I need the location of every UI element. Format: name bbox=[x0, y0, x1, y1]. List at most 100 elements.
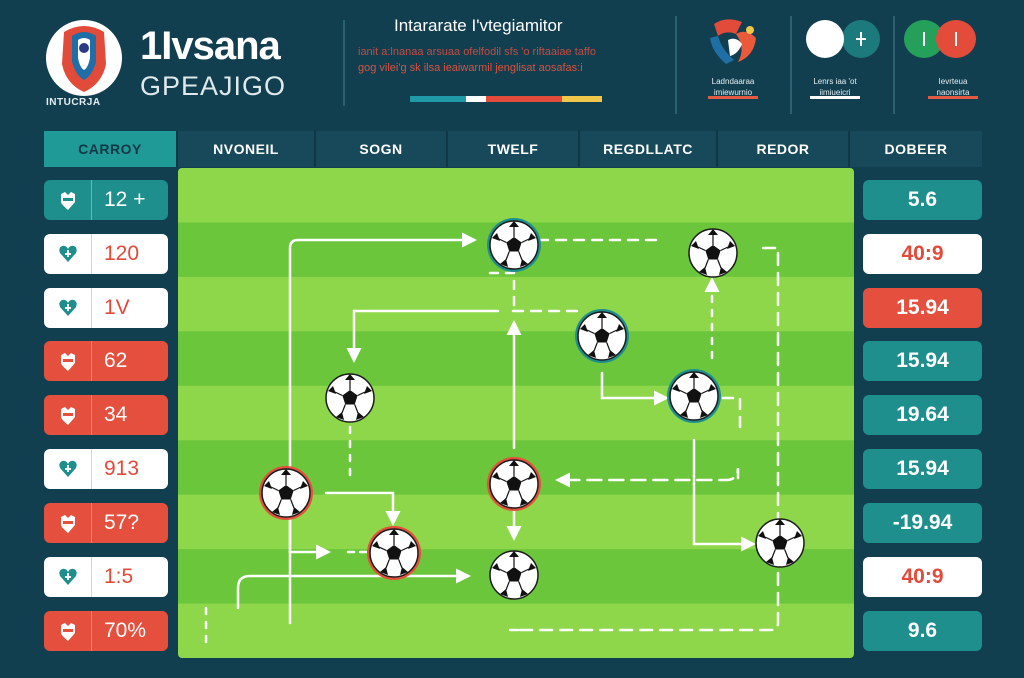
brand-title: 1Ivsana bbox=[140, 24, 281, 68]
color-strip-segment bbox=[486, 96, 562, 102]
right-stat-value[interactable]: 15.94 bbox=[863, 341, 982, 381]
heart-icon bbox=[44, 557, 92, 597]
logo-caption: INTUCRJA bbox=[46, 97, 101, 108]
right-stat-value[interactable]: 15.94 bbox=[863, 288, 982, 328]
team-emblem-icon bbox=[710, 19, 756, 64]
header-divider bbox=[675, 16, 677, 114]
left-stat-row[interactable]: 12 + bbox=[44, 180, 168, 220]
team-caption-line: naonsirta bbox=[936, 88, 970, 97]
left-stat-row[interactable]: 913 bbox=[44, 449, 168, 489]
team-caption-line: Ievrteua bbox=[938, 77, 968, 86]
right-stat-value[interactable]: 19.64 bbox=[863, 395, 982, 435]
team-b-caption: Lenrs iaa 'ot iimiueicri bbox=[802, 76, 868, 98]
right-stat-value[interactable]: 40:9 bbox=[863, 234, 982, 274]
color-strip bbox=[410, 96, 606, 102]
pass-route-line bbox=[288, 232, 477, 625]
team-a-caption: Ladndaaraa imiewurnio bbox=[700, 76, 766, 98]
team-a-underline bbox=[708, 96, 758, 99]
column-header[interactable]: NVONEIL bbox=[178, 131, 316, 167]
team-caption-line: iimiueicri bbox=[819, 88, 851, 97]
left-stat-row[interactable]: 120 bbox=[44, 234, 168, 274]
soccer-ball-icon[interactable] bbox=[489, 550, 539, 600]
left-stat-value: 1V bbox=[104, 296, 130, 319]
column-header-bar: CARROY NVONEIL SOGN TWELF REGDLLATC REDO… bbox=[44, 131, 982, 167]
pitch-stripe bbox=[178, 168, 854, 224]
column-header[interactable]: CARROY bbox=[44, 131, 178, 167]
pitch-stripe bbox=[178, 276, 854, 333]
team-caption-line: Ladndaaraa bbox=[711, 77, 755, 86]
left-stat-value: 913 bbox=[104, 457, 140, 480]
pass-route-line bbox=[516, 246, 780, 632]
heart-icon bbox=[44, 288, 92, 328]
left-stat-row[interactable]: 62 bbox=[44, 341, 168, 381]
team-caption-line: Lenrs iaa 'ot bbox=[813, 77, 857, 86]
soccer-ball-icon[interactable] bbox=[487, 218, 541, 272]
heart-icon bbox=[44, 449, 92, 489]
tick-mark bbox=[955, 32, 957, 46]
pass-route-line bbox=[488, 271, 516, 310]
headline: Intararate I'vtegiamitor bbox=[394, 16, 563, 35]
shield-icon bbox=[44, 341, 92, 381]
left-stat-row[interactable]: 1V bbox=[44, 288, 168, 328]
right-stat-value[interactable]: 15.94 bbox=[863, 449, 982, 489]
pass-route-line bbox=[721, 396, 742, 430]
color-strip-segment bbox=[466, 96, 486, 102]
right-stat-value[interactable]: 9.6 bbox=[863, 611, 982, 651]
left-stat-row[interactable]: 1:5 bbox=[44, 557, 168, 597]
left-stat-value: 1:5 bbox=[104, 565, 134, 588]
header-divider bbox=[343, 20, 345, 106]
pitch-stripe bbox=[178, 385, 854, 442]
soccer-ball-icon[interactable] bbox=[259, 466, 313, 520]
soccer-ball-icon[interactable] bbox=[575, 309, 629, 363]
left-stat-value: 12 + bbox=[104, 188, 146, 211]
column-header[interactable]: SOGN bbox=[316, 131, 448, 167]
team-b-underline bbox=[810, 96, 860, 99]
pass-route-line bbox=[692, 438, 756, 552]
ball-layer bbox=[259, 218, 805, 600]
soccer-ball-icon[interactable] bbox=[325, 373, 375, 423]
color-strip-segment bbox=[562, 96, 602, 102]
soccer-ball-icon[interactable] bbox=[367, 526, 421, 580]
tick-mark bbox=[860, 32, 862, 46]
header-divider bbox=[790, 16, 792, 114]
left-stat-row[interactable]: 57? bbox=[44, 503, 168, 543]
tick-mark bbox=[923, 32, 925, 46]
soccer-ball-icon[interactable] bbox=[667, 369, 721, 423]
headline-blurb-line: ianit a:lnanaa arsuaa ofelfodil sfs 'o r… bbox=[358, 46, 596, 58]
soccer-ball-icon[interactable] bbox=[688, 228, 738, 278]
right-stat-value[interactable]: -19.94 bbox=[863, 503, 982, 543]
left-stat-value: 57? bbox=[104, 511, 140, 534]
shield-icon bbox=[44, 395, 92, 435]
header: INTUCRJA 1Ivsana GPEAJIGO Intararate I'v… bbox=[0, 0, 1024, 128]
brand-title-text: Ivsana bbox=[161, 24, 281, 68]
headline-blurb-line: gog vilei'g sk ilsa ieaiwarmil jenglisat… bbox=[358, 62, 583, 74]
team-c-caption: Ievrteua naonsirta bbox=[920, 76, 986, 98]
pitch-stripe bbox=[178, 331, 854, 387]
column-header[interactable]: DOBEER bbox=[850, 131, 982, 167]
left-stat-value: 70% bbox=[104, 619, 147, 642]
shield-icon bbox=[44, 611, 92, 651]
soccer-ball-icon[interactable] bbox=[487, 457, 541, 511]
left-stat-value: 62 bbox=[104, 349, 128, 372]
left-stat-row[interactable]: 70% bbox=[44, 611, 168, 651]
pass-route-line bbox=[346, 309, 500, 363]
pitch-diagram bbox=[178, 168, 854, 658]
right-stat-value[interactable]: 5.6 bbox=[863, 180, 982, 220]
column-header[interactable]: REGDLLATC bbox=[580, 131, 718, 167]
trophy-logo-icon bbox=[46, 20, 122, 96]
column-header[interactable]: TWELF bbox=[448, 131, 580, 167]
pass-route-line bbox=[236, 568, 471, 610]
left-stat-value: 34 bbox=[104, 403, 128, 426]
color-strip-segment bbox=[410, 96, 466, 102]
column-header[interactable]: REDOR bbox=[718, 131, 850, 167]
soccer-ball-icon[interactable] bbox=[755, 518, 805, 568]
pass-route-line bbox=[555, 467, 740, 488]
heart-icon bbox=[44, 234, 92, 274]
right-stat-value[interactable]: 40:9 bbox=[863, 557, 982, 597]
brand-subtitle: GPEAJIGO bbox=[140, 71, 287, 101]
pass-route-line bbox=[324, 491, 401, 526]
shield-icon bbox=[44, 180, 92, 220]
team-b-color-dot bbox=[806, 20, 844, 58]
left-stat-row[interactable]: 34 bbox=[44, 395, 168, 435]
pass-route-line bbox=[600, 371, 669, 406]
